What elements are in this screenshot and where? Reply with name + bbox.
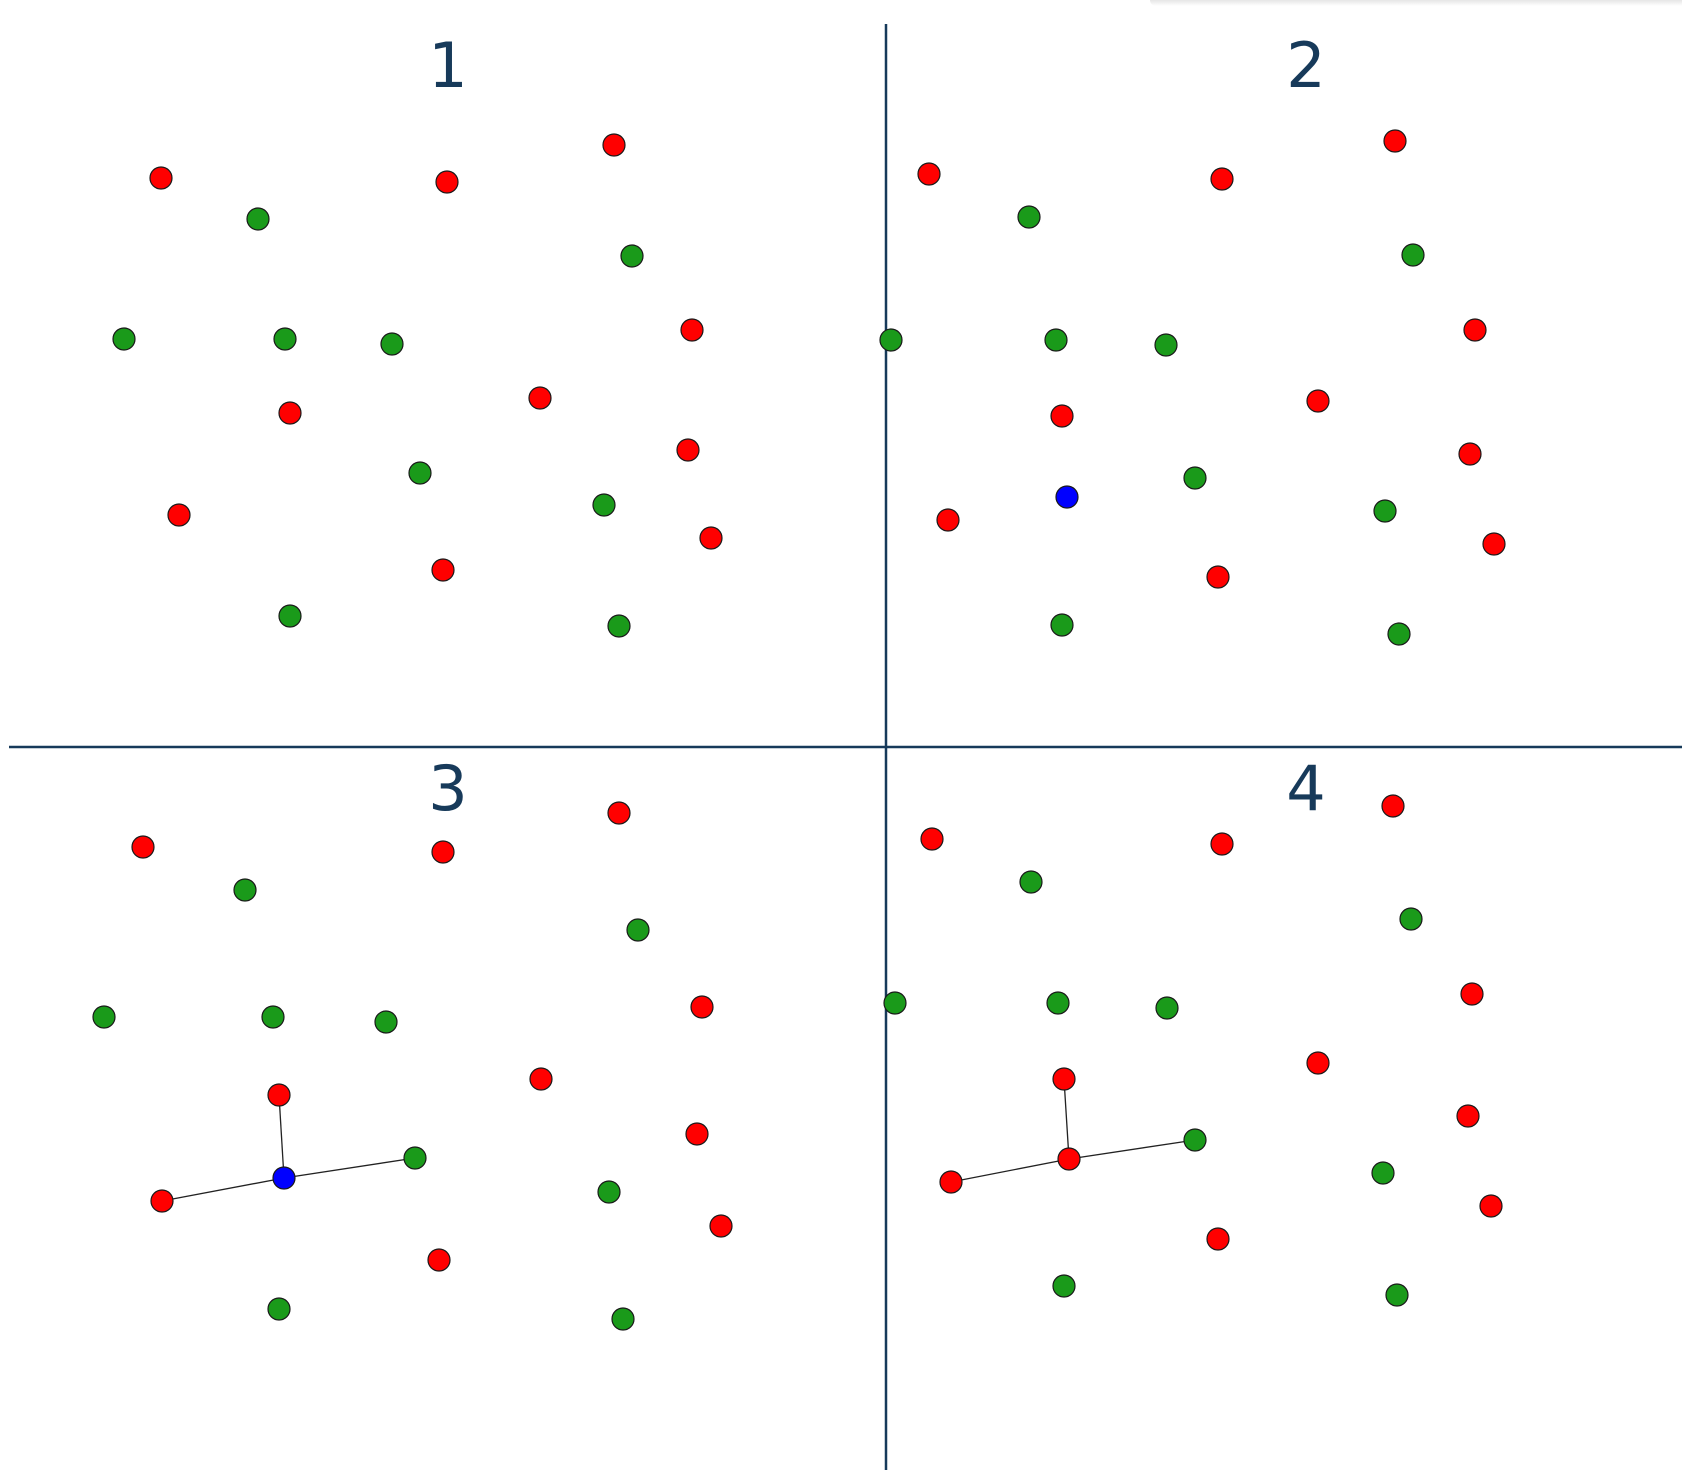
panel-label-1: 1 [428,29,467,102]
panel-label-3: 3 [428,752,467,825]
neighbor-edges [161,1078,1196,1202]
panel-4-red-point-4 [1381,794,1405,818]
panel-3-edge-1 [278,1094,285,1179]
panel-4-green-point-7 [1046,991,1070,1015]
panel-3-red-point-14 [150,1189,174,1213]
panel-1-green-point-19 [607,614,631,638]
panel-2-red-point-4 [1383,129,1407,153]
panel-3-red-point-12 [685,1122,709,1146]
panel-3-green-point-6 [92,1005,116,1029]
panel-1-green-point-5 [620,244,644,268]
panel-2-red-point-9 [1463,318,1487,342]
panel-3-green-point-8 [374,1010,398,1034]
panel-1-green-point-15 [592,493,616,517]
panel-4-red-point-12 [1456,1104,1480,1128]
panel-2-green-point-5 [1401,243,1425,267]
panel-3-red-point-1 [131,835,155,859]
panel-4-red-point-10 [1052,1067,1076,1091]
panel-1-red-point-3 [435,170,459,194]
panel-3-green-point-7 [261,1005,285,1029]
panel-4-green-point-6 [883,991,907,1015]
panel-1-red-point-11 [528,386,552,410]
panel-3-red-point-16 [709,1214,733,1238]
panel-3-green-point-2 [233,878,257,902]
panel-2-red-point-1 [917,162,941,186]
panel-2-blue-point-13 [1055,485,1079,509]
panel-1-green-point-6 [112,327,136,351]
panel-1-green-point-13 [408,461,432,485]
panel-3-red-point-9 [690,995,714,1019]
panel-3-green-point-13 [403,1146,427,1170]
panel-2-green-point-8 [1154,333,1178,357]
panel-4-red-point-16 [1479,1194,1503,1218]
panel-3-green-point-15 [597,1180,621,1204]
panel-4-edge-2 [1068,1139,1196,1160]
panel-2-red-point-12 [1458,442,1482,466]
panel-1-green-point-2 [246,207,270,231]
panel-1-red-point-17 [431,558,455,582]
panel-4-green-point-13 [1183,1128,1207,1152]
panel-1-green-point-8 [380,332,404,356]
panel-4-green-point-15 [1371,1161,1395,1185]
panel-4-red-point-17 [1206,1227,1230,1251]
panel-3-red-point-17 [427,1248,451,1272]
panel-4-green-point-19 [1385,1283,1409,1307]
panel-2-green-point-6 [879,328,903,352]
panel-3-blue-point-20 [272,1166,296,1190]
panel-1-red-point-9 [680,318,704,342]
panel-4-red-point-11 [1306,1051,1330,1075]
panel-2-red-point-3 [1210,167,1234,191]
panel-2-green-point-19 [1050,613,1074,637]
panel-2-green-point-2 [1017,205,1041,229]
panel-1-red-point-14 [167,503,191,527]
panel-2-green-point-20 [1387,622,1411,646]
panel-2-red-point-15 [936,508,960,532]
panel-label-2: 2 [1286,29,1325,102]
panel-4-red-point-14 [939,1170,963,1194]
panel-3-red-point-3 [431,840,455,864]
panel-4-green-point-8 [1155,996,1179,1020]
panel-1-red-point-16 [699,526,723,550]
panel-1-red-point-1 [149,166,173,190]
panel-3-green-point-18 [267,1297,291,1321]
panel-2-green-point-14 [1183,466,1207,490]
panel-3-red-point-10 [267,1083,291,1107]
panel-3-green-point-5 [626,918,650,942]
panel-1-red-point-4 [602,133,626,157]
panel-4-edge-1 [1063,1078,1070,1160]
panel-3-edge-3 [161,1177,285,1202]
panel-2-red-point-11 [1306,389,1330,413]
panel-label-4: 4 [1286,752,1325,825]
panel-3-edge-2 [283,1157,416,1179]
panel-4-red-point-9 [1460,982,1484,1006]
panel-4-red-point-20 [1057,1147,1081,1171]
panel-1-red-point-10 [278,401,302,425]
panel-2-red-point-17 [1482,532,1506,556]
data-points [92,129,1506,1331]
panel-4-green-point-5 [1399,907,1423,931]
panel-4-green-point-18 [1052,1274,1076,1298]
panel-3-red-point-4 [607,801,631,825]
panel-3-red-point-11 [529,1067,553,1091]
panel-1-green-point-7 [273,327,297,351]
panel-4-green-point-2 [1019,870,1043,894]
panel-1-green-point-18 [278,604,302,628]
window-edge-shadow [1150,0,1682,6]
panel-2-green-point-7 [1044,328,1068,352]
panel-4-red-point-3 [1210,832,1234,856]
panel-3-green-point-19 [611,1307,635,1331]
panel-2-red-point-18 [1206,565,1230,589]
panel-2-red-point-10 [1050,404,1074,428]
panel-1-red-point-12 [676,438,700,462]
panel-2-green-point-16 [1373,499,1397,523]
panel-4-red-point-1 [920,827,944,851]
panel-4-edge-3 [950,1158,1070,1183]
